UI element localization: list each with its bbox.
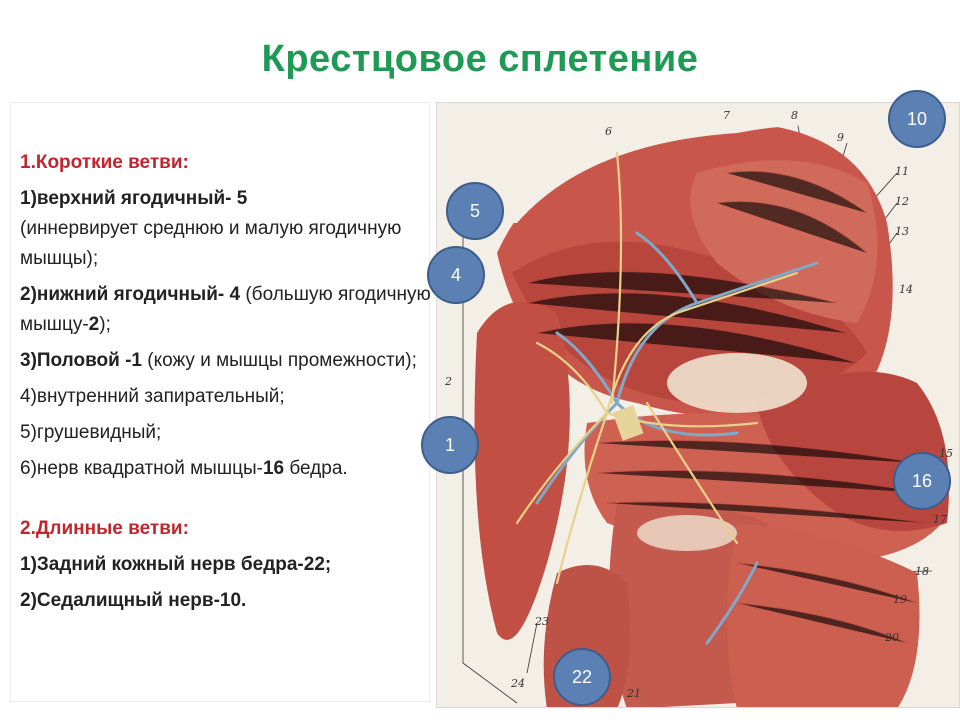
callout-1: 1 xyxy=(421,416,479,474)
fig-number: 18 xyxy=(915,565,929,578)
fig-number: 9 xyxy=(837,131,844,144)
short-branches-heading: 1.Короткие ветви: xyxy=(20,152,189,173)
item-piriformis: 5)грушевидный; xyxy=(20,422,162,443)
page-title: Крестцовое сплетение xyxy=(261,38,699,80)
fig-number: 14 xyxy=(899,283,913,296)
fig-number: 13 xyxy=(895,225,909,238)
item-text: ); xyxy=(99,314,111,335)
fig-number: 8 xyxy=(791,109,798,122)
item-superior-gluteal: 1)верхний ягодичный- 5 (иннервирует сред… xyxy=(20,184,432,274)
fig-number: 19 xyxy=(893,593,907,606)
fig-number: 24 xyxy=(510,677,525,690)
item-pudendal: 3)Половой -1 (кожу и мышцы промежности); xyxy=(20,346,432,376)
fig-number: 2 xyxy=(444,375,452,388)
item-bold: 1)верхний ягодичный- 5 xyxy=(20,188,248,209)
fig-number: 7 xyxy=(723,109,730,122)
anatomy-illustration: 6 2 7 8 9 11 12 13 14 15 17 18 19 20 21 … xyxy=(436,102,960,708)
fig-number: 6 xyxy=(605,125,612,138)
item-number: 16 xyxy=(262,458,285,479)
item-quadratus-femoris: 6)нерв квадратной мышцы-16 бедра. xyxy=(20,454,432,484)
long-branches-heading: 2.Длинные ветви: xyxy=(20,518,189,539)
fig-number: 17 xyxy=(933,513,947,526)
fig-number: 20 xyxy=(884,631,899,644)
item-inferior-gluteal: 2)нижний ягодичный- 4 (большую ягодичную… xyxy=(20,280,432,340)
fig-number: 23 xyxy=(534,615,549,628)
anatomy-drawing: 6 2 7 8 9 11 12 13 14 15 17 18 19 20 21 … xyxy=(437,103,959,707)
item-text: (иннервирует среднюю и малую ягодичную м… xyxy=(20,218,402,269)
callout-10: 10 xyxy=(888,90,946,148)
fig-number: 15 xyxy=(939,447,953,460)
callout-22: 22 xyxy=(553,648,611,706)
item-text: 6)нерв квадратной мышцы- xyxy=(20,458,263,479)
branches-text: 1.Короткие ветви: 1)верхний ягодичный- 5… xyxy=(20,148,432,622)
fig-number: 11 xyxy=(895,165,909,178)
item-text: (большую ягодичную мышцу- xyxy=(20,284,431,335)
fig-number: 21 xyxy=(626,687,641,700)
item-text: (кожу и мышцы промежности); xyxy=(142,350,417,371)
item-text: бедра. xyxy=(284,458,348,479)
text-panel xyxy=(10,102,430,702)
item-number: 2 xyxy=(88,314,100,335)
item-bold: 2)нижний ягодичный- 4 xyxy=(20,284,241,305)
item-bold: 3)Половой -1 xyxy=(20,350,142,371)
item-posterior-cutaneous: 1)Задний кожный нерв бедра-22; xyxy=(20,554,332,575)
callout-4: 4 xyxy=(427,246,485,304)
callout-5: 5 xyxy=(446,182,504,240)
callout-16: 16 xyxy=(893,452,951,510)
item-obturator-internus: 4)внутренний запирательный; xyxy=(20,386,285,407)
fig-number: 12 xyxy=(895,195,909,208)
item-sciatic: 2)Седалищный нерв-10. xyxy=(20,590,247,611)
